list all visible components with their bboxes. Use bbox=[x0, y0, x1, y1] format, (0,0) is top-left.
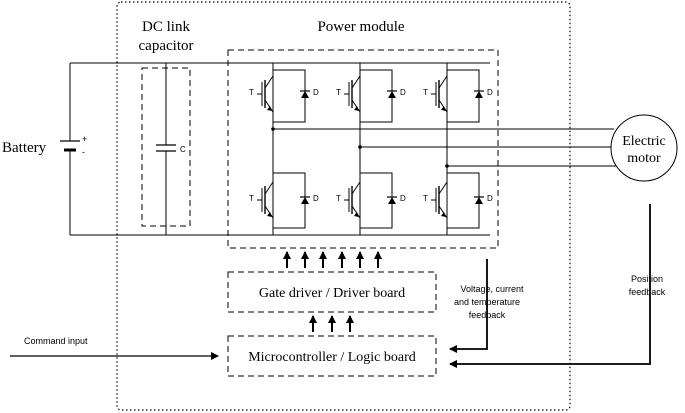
dc-link-title-line1: DC link bbox=[142, 19, 190, 35]
capacitor-c-label: C bbox=[180, 145, 186, 154]
sensor-feedback-arrow bbox=[449, 259, 488, 353]
phase-output-lines bbox=[273, 128, 616, 167]
transistor-t-label: T bbox=[249, 88, 254, 97]
diode-d-label: D bbox=[400, 88, 406, 97]
transistor-t-label: T bbox=[336, 194, 341, 203]
position-feedback-arrow bbox=[449, 204, 651, 368]
logic-signal-arrows bbox=[309, 315, 354, 332]
battery-label: Battery bbox=[2, 140, 47, 156]
power-module-box bbox=[227, 49, 499, 249]
transistor-t-label: T bbox=[423, 194, 428, 203]
battery-symbol bbox=[60, 140, 80, 152]
transistor-t-label: T bbox=[249, 194, 254, 203]
sensor-feedback-label-line3: feedback bbox=[469, 310, 506, 320]
transistor-t-label: T bbox=[423, 88, 428, 97]
diode-d-label: D bbox=[313, 88, 319, 97]
command-input-label: Command input bbox=[24, 336, 88, 346]
power-module-title: Power module bbox=[317, 19, 404, 35]
inverter-enclosure-dotted-boundary bbox=[116, 1, 571, 411]
motor-label-line1: Electric bbox=[622, 134, 666, 149]
battery-plus-sign: + bbox=[82, 134, 87, 144]
gate-signal-arrows bbox=[283, 251, 382, 268]
sensor-feedback-label-line1: Voltage, current bbox=[460, 284, 524, 294]
position-feedback-label-line2: feedback bbox=[629, 287, 666, 297]
diode-d-label: D bbox=[487, 194, 493, 203]
diode-d-label: D bbox=[487, 88, 493, 97]
sensor-feedback-label-line2: and temperature bbox=[454, 297, 520, 307]
gate-driver-label: Gate driver / Driver board bbox=[259, 286, 405, 301]
microcontroller-box bbox=[227, 335, 437, 377]
battery-minus-sign: - bbox=[82, 147, 85, 157]
diode-d-label: D bbox=[313, 194, 319, 203]
transistor-t-label: T bbox=[336, 88, 341, 97]
motor-label-line2: motor bbox=[627, 151, 661, 166]
microcontroller-label: Microcontroller / Logic board bbox=[248, 350, 416, 365]
electric-motor-circle bbox=[610, 114, 678, 182]
gate-driver-box bbox=[227, 271, 437, 313]
capacitor-symbol bbox=[156, 144, 176, 152]
dc-bus-rails bbox=[69, 62, 490, 236]
dc-link-title-line2: capacitor bbox=[139, 38, 194, 54]
position-feedback-label-line1: Position bbox=[631, 274, 663, 284]
diode-d-label: D bbox=[400, 194, 406, 203]
